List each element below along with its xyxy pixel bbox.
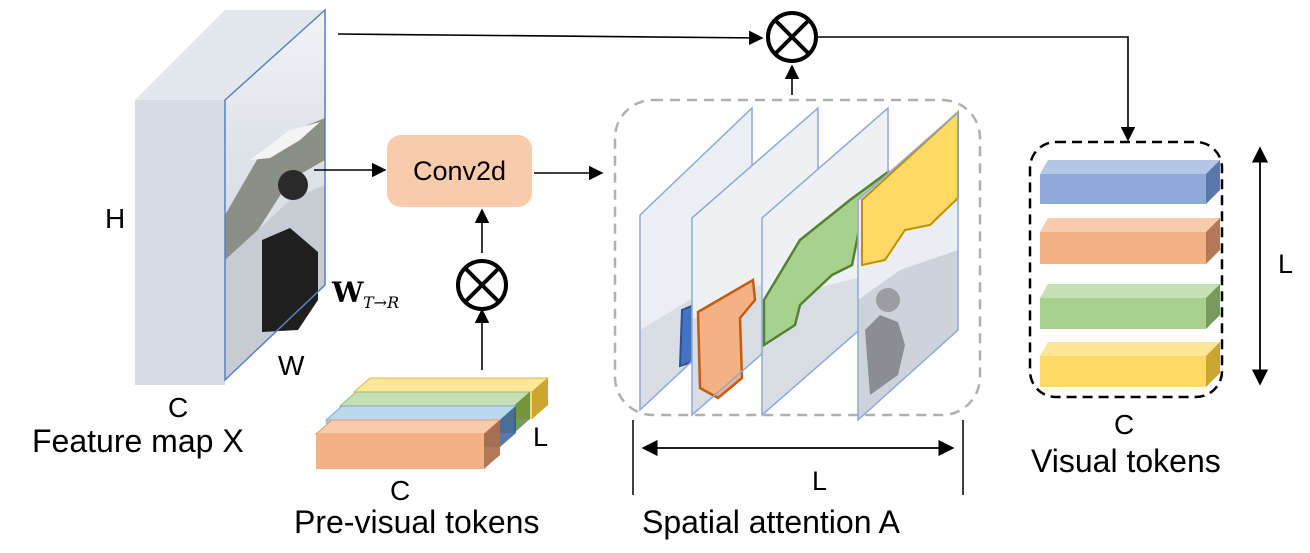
weight-symbol: W — [331, 276, 364, 309]
feature-map-photo — [224, 8, 326, 382]
arrow-feature-to-top-multiply — [337, 30, 764, 46]
feature-map-top-face — [135, 10, 325, 100]
feature-map-height-label: H — [105, 203, 125, 234]
visual-tokens-channel-label: C — [1114, 409, 1134, 440]
attention-map-green — [761, 106, 890, 417]
weight-subscript: T→R — [363, 293, 399, 312]
visual-tokens-caption: Visual tokens — [1031, 443, 1221, 479]
multiply-operator-top — [766, 11, 818, 63]
spatial-attention: L Spatial attention A — [613, 98, 982, 540]
connector-arrows — [314, 30, 1136, 370]
attention-map-yellow — [857, 109, 959, 422]
conv2d-box — [387, 135, 532, 207]
pre-tokens-length-label: L — [533, 422, 548, 452]
visual-token-blue — [1040, 160, 1220, 204]
visual-tokens-length-label: L — [1278, 249, 1293, 279]
visual-tokens: L C Visual tokens — [1028, 140, 1293, 479]
pre-tokens-caption: Pre-visual tokens — [294, 504, 539, 540]
feature-map-caption: Feature map X — [32, 423, 244, 459]
visual-token-yellow — [1040, 342, 1220, 387]
feature-map-channel-label: C — [168, 392, 188, 423]
attention-caption: Spatial attention A — [642, 504, 901, 540]
visual-token-orange — [1040, 218, 1220, 264]
feature-map-width-label: W — [278, 350, 305, 381]
conv2d-label: Conv2d — [413, 156, 506, 186]
visual-token-green — [1040, 284, 1220, 329]
arrow-multiply-to-visual-tokens — [817, 36, 1136, 142]
feature-map: H W C Feature map X — [32, 8, 326, 459]
attention-dashed-frame — [613, 98, 982, 417]
pre-visual-tokens: L C Pre-visual tokens — [294, 377, 550, 540]
pre-tokens-channel-label: C — [390, 475, 410, 506]
attention-length-label: L — [812, 466, 827, 496]
visual-tokens-frame — [1028, 140, 1224, 399]
conv2d-block: Conv2d — [387, 135, 532, 207]
multiply-operator-bottom — [456, 259, 508, 311]
feature-map-side-face — [135, 10, 225, 385]
weight-label: W T→R — [331, 276, 399, 312]
pre-token-orange — [314, 419, 502, 469]
